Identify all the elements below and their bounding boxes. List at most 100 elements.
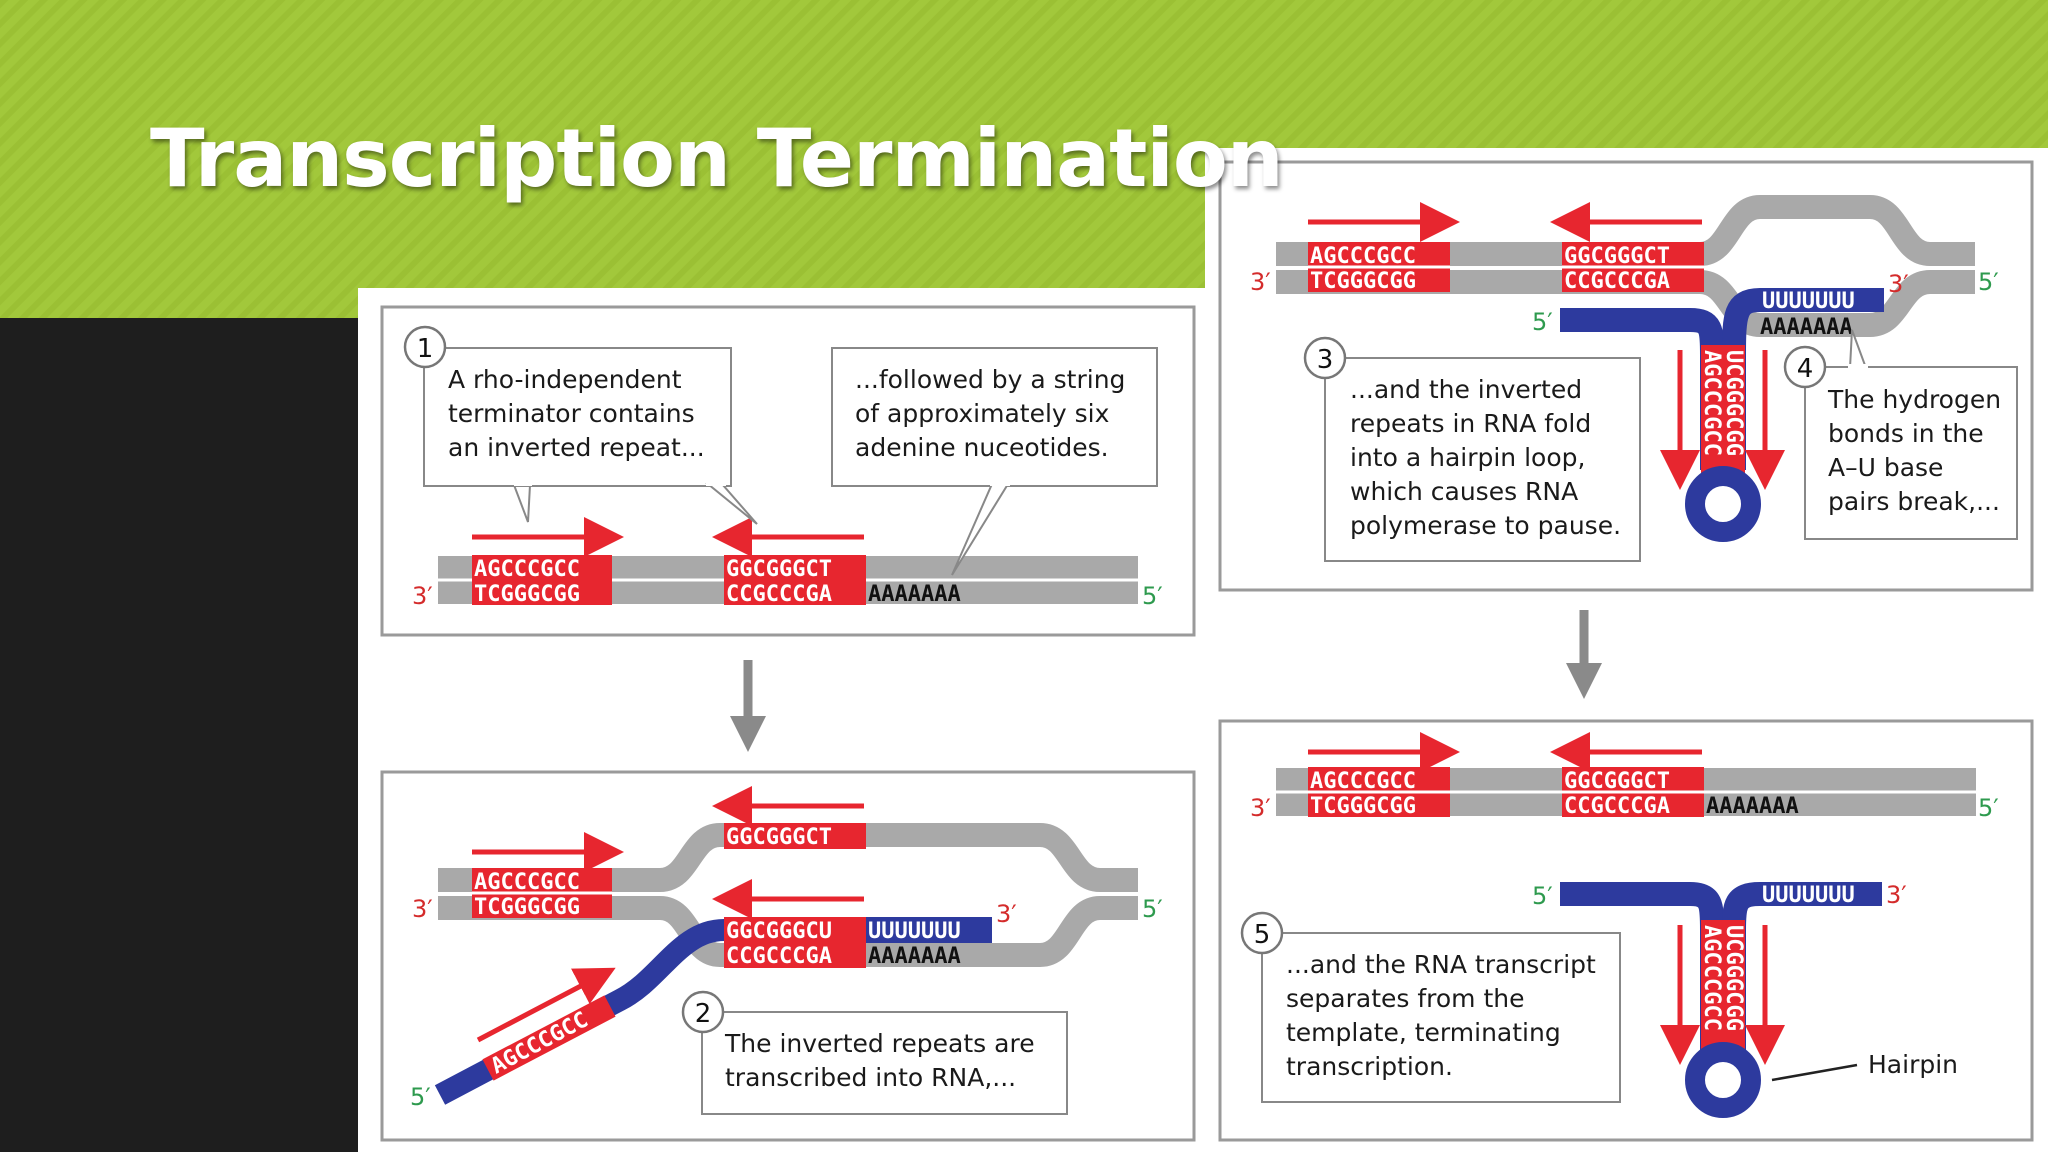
caption-line: A–U base	[1828, 453, 1943, 482]
sequence-text: TCGGGCGG	[474, 895, 580, 920]
step-number: 3	[1317, 345, 1334, 375]
caption-line: pairs break,...	[1828, 487, 2000, 516]
sequence-text: TCGGGCGG	[1310, 794, 1416, 819]
callout-box	[701, 1011, 1068, 1115]
callout-box	[1804, 366, 2018, 540]
end-label-5prime: 5′	[410, 1083, 431, 1111]
panel-step-5: AGCCCGCC TCGGGCGG GGCGGGCT CCGCCCGA AAAA…	[1218, 719, 2034, 1142]
end-label-3prime: 3′	[1888, 270, 1909, 298]
end-label-5prime: 5′	[1532, 882, 1553, 910]
caption-line: an inverted repeat...	[448, 433, 705, 462]
caption-line: bonds in the	[1828, 419, 1984, 448]
caption-line: repeats in RNA fold	[1350, 409, 1591, 438]
sequence-text: UCGGGCGG	[1721, 350, 1746, 456]
dark-side-panel	[0, 318, 358, 1152]
hairpin-pointer	[1771, 1063, 1858, 1082]
caption-line: The inverted repeats are	[724, 1029, 1035, 1058]
sequence-text: AGCCCGCC	[474, 870, 580, 895]
end-label-3prime: 3′	[1886, 881, 1907, 909]
end-label-3prime: 3′	[412, 582, 433, 610]
caption-line: adenine nuceotides.	[855, 433, 1109, 462]
end-label-5prime: 5′	[1532, 308, 1553, 336]
caption-line: which causes RNA	[1350, 477, 1578, 506]
caption-line: The hydrogen	[1827, 385, 2001, 414]
rna-repeat-1	[482, 995, 616, 1081]
sequence-text: CCGCCCGA	[1564, 794, 1670, 819]
sequence-text: UUUUUUU	[1762, 289, 1855, 314]
a-string-text: AAAAAAA	[1706, 794, 1799, 819]
end-label-5prime: 5′	[1142, 582, 1163, 610]
hairpin-loop	[1685, 1042, 1761, 1118]
sequence-text: TCGGGCGG	[1310, 269, 1416, 294]
step-number: 5	[1254, 920, 1271, 950]
step-number: 2	[695, 999, 712, 1029]
sequence-text: CCGCCCGA	[726, 944, 832, 969]
inverted-repeat-2	[724, 555, 866, 605]
step-number-badge	[1303, 336, 1347, 380]
sequence-text: AGCCCGCC	[474, 557, 580, 582]
rna-transcript	[434, 919, 725, 1105]
sequence-text: GGCGGGCT	[1564, 769, 1670, 794]
step-number: 4	[1797, 354, 1814, 384]
caption-line: ...followed by a string	[855, 365, 1125, 394]
step-number-badge	[1783, 345, 1827, 389]
hairpin-stem-right	[1723, 920, 1745, 1060]
caption-line: transcription.	[1286, 1052, 1453, 1081]
end-label-3prime: 3′	[996, 900, 1017, 928]
step-number-badge	[681, 990, 725, 1034]
caption-line: polymerase to pause.	[1350, 511, 1621, 540]
a-string-text: AAAAAAA	[868, 582, 961, 607]
step-number: 1	[417, 334, 434, 364]
caption-line: of approximately six	[855, 399, 1109, 428]
end-label-3prime: 3′	[1250, 268, 1271, 296]
callout-box	[1261, 932, 1621, 1103]
sequence-text: GGCGGGCU	[726, 919, 832, 944]
step-number-badge	[403, 325, 447, 369]
slide-title: Transcription Termination	[150, 112, 1284, 205]
end-label-5prime: 5′	[1142, 895, 1163, 923]
hairpin-loop	[1685, 466, 1761, 542]
hairpin-stem-left	[1701, 345, 1723, 485]
end-label-3prime: 3′	[412, 895, 433, 923]
sequence-text: AGCCCGCC	[1699, 350, 1724, 456]
caption-line: ...and the inverted	[1350, 375, 1582, 404]
panel-step-2: AGCCCGCC TCGGGCGG GGCGGGCT AGCCCGCC GGCG…	[380, 770, 1196, 1142]
caption-line: separates from the	[1286, 984, 1525, 1013]
callout-box	[831, 347, 1158, 487]
sequence-text: UCGGGCGG	[1721, 925, 1746, 1031]
hairpin-label: Hairpin	[1868, 1050, 1958, 1079]
panel-step-1: AGCCCGCC TCGGGCGG GGCGGGCT CCGCCCGA AAAA…	[380, 305, 1196, 637]
sequence-text: UUUUUUU	[868, 919, 961, 944]
sequence-text: UUUUUUU	[1762, 883, 1855, 908]
callout-box	[423, 347, 732, 487]
dna-top-strand	[438, 823, 1138, 892]
caption-line: transcribed into RNA,...	[725, 1063, 1016, 1092]
step-number-badge	[1240, 911, 1284, 955]
panel-step-3-4: AGCCCGCC TCGGGCGG GGCGGGCT CCGCCCGA 3′ 5…	[1218, 160, 2034, 592]
callout-box	[1324, 357, 1641, 562]
sequence-text: AGCCCGCC	[1699, 925, 1724, 1031]
sequence-text: AGCCCGCC	[1310, 769, 1416, 794]
hairpin-stem-right	[1723, 345, 1745, 485]
end-label-5prime: 5′	[1978, 268, 1999, 296]
caption-line: ...and the RNA transcript	[1286, 950, 1596, 979]
end-label-5prime: 5′	[1978, 794, 1999, 822]
sequence-text: GGCGGGCT	[1564, 244, 1670, 269]
hairpin-stem-left	[1701, 920, 1723, 1060]
direction-arrow-right	[476, 967, 616, 1043]
dna-bottom-strand	[1276, 270, 1975, 337]
inverted-repeat-1	[472, 555, 612, 605]
dna-bottom-strand	[438, 896, 1138, 967]
a-string-text: AAAAAAA	[1760, 315, 1853, 340]
dna-top-strand	[1276, 195, 1975, 266]
caption-line: terminator contains	[448, 399, 695, 428]
sequence-text: CCGCCCGA	[726, 582, 832, 607]
sequence-text: TCGGGCGG	[474, 582, 580, 607]
sequence-text: AGCCCGCC	[1310, 244, 1416, 269]
a-string-text: AAAAAAA	[868, 944, 961, 969]
sequence-text: GGCGGGCT	[726, 825, 832, 850]
end-label-3prime: 3′	[1250, 794, 1271, 822]
sequence-text: GGCGGGCT	[726, 557, 832, 582]
caption-line: into a hairpin loop,	[1350, 443, 1585, 472]
